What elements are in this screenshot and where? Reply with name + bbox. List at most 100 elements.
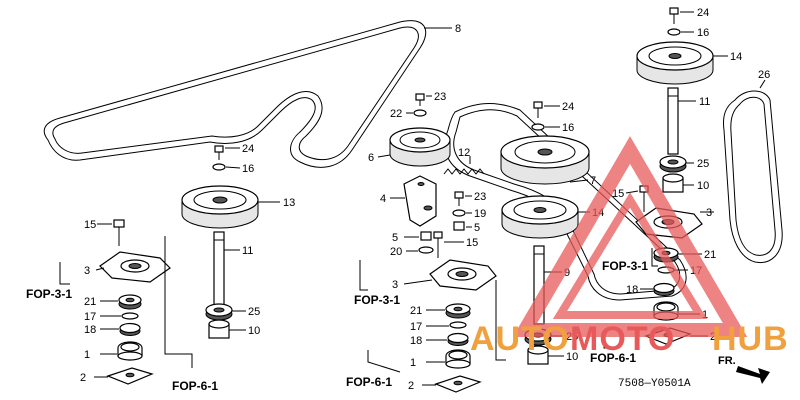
pulley-14-right — [636, 41, 714, 85]
seal-18-right — [653, 282, 675, 296]
callout-17-left: 17 — [84, 311, 96, 323]
callout-1-left: 1 — [84, 349, 90, 361]
direction-arrow-icon — [736, 366, 770, 384]
bracket-4 — [403, 175, 437, 227]
callout-16-right: 16 — [697, 27, 709, 39]
callout-19: 19 — [474, 208, 486, 220]
ref-fop-6-1-mid: FOP-6-1 — [346, 375, 392, 389]
arm-3-mid — [429, 259, 497, 291]
pulley-center-upper — [500, 135, 590, 185]
callout-3-right: 3 — [706, 207, 712, 219]
callout-15-left: 15 — [84, 219, 96, 231]
bolt-23-mid — [454, 191, 464, 206]
watermark-text-moto: MOTO — [570, 320, 675, 358]
washer-20 — [418, 246, 434, 254]
watermark-text-hub: HUB — [712, 320, 789, 358]
callout-23-mid: 23 — [474, 191, 486, 203]
callout-8: 8 — [455, 23, 461, 35]
callout-14-right: 14 — [730, 51, 742, 63]
callout-25-left: 25 — [248, 306, 260, 318]
washer-17-mid — [449, 321, 467, 329]
collar-5-right — [453, 221, 465, 231]
callout-4: 4 — [380, 193, 386, 205]
callout-18-right: 18 — [626, 284, 638, 296]
bearing-25-right — [659, 155, 687, 173]
callout-26: 26 — [758, 69, 770, 81]
washer-17-left — [121, 312, 139, 320]
callout-2-left: 2 — [80, 372, 86, 384]
washer-22 — [413, 109, 427, 117]
plate-2-mid — [434, 375, 482, 393]
bearing-21-left — [118, 294, 142, 310]
callout-21-left: 21 — [84, 296, 96, 308]
washer-16-center — [531, 123, 545, 131]
diagram-code: 7508—Y0501A — [618, 378, 691, 390]
washer-16-right — [667, 28, 681, 36]
belt-26 — [723, 90, 783, 264]
callout-21-mid: 21 — [410, 305, 422, 317]
bolt-15-left — [113, 219, 125, 246]
ref-fop-3-1-left: FOP-3-1 — [26, 287, 72, 301]
callout-10-center: 10 — [566, 351, 578, 363]
callout-21-right: 21 — [704, 249, 716, 261]
arm-3-left — [99, 251, 171, 283]
seal-18-left — [119, 322, 141, 336]
callout-5-left: 5 — [392, 232, 398, 244]
belt-8 — [43, 20, 427, 168]
callout-20: 20 — [390, 246, 402, 258]
collar-10-center — [527, 345, 549, 365]
direction-label: FR. — [718, 355, 736, 367]
ref-fop-6-1-left: FOP-6-1 — [172, 379, 218, 393]
watermark-text-auto: AUTO — [470, 320, 570, 358]
callout-16-center: 16 — [562, 122, 574, 134]
bearing-21-mid — [445, 303, 471, 319]
callout-24-center: 24 — [562, 101, 574, 113]
idler-pulley-6 — [389, 127, 451, 167]
callout-9: 9 — [564, 267, 570, 279]
callout-15-right: 15 — [612, 188, 624, 200]
shaft-11-left — [213, 231, 225, 307]
callout-11-right: 11 — [699, 96, 710, 108]
callout-3-mid: 3 — [392, 279, 398, 291]
bolt-15-mid — [433, 231, 443, 258]
callout-24-right: 24 — [697, 7, 709, 19]
pulley-13 — [181, 185, 259, 229]
callout-11-left: 11 — [242, 245, 253, 257]
collar-5-left — [420, 231, 432, 241]
callout-1-right: 1 — [702, 309, 708, 321]
collar-1-left — [117, 341, 143, 361]
callout-18-mid: 18 — [410, 335, 422, 347]
shaft-11-right — [667, 87, 679, 155]
washer-16-left — [212, 163, 226, 171]
callout-5-right: 5 — [474, 222, 480, 234]
pulley-14-center — [501, 195, 579, 239]
bolt-23-top — [415, 93, 425, 106]
callout-18-left: 18 — [84, 324, 96, 336]
bolt-24-right — [669, 7, 679, 24]
callout-23-top: 23 — [434, 91, 446, 103]
collar-10-left — [208, 319, 230, 339]
callout-3-left: 3 — [84, 265, 90, 277]
callout-10-left: 10 — [248, 325, 260, 337]
washer-19 — [452, 209, 466, 217]
watermark-logo — [512, 136, 748, 337]
callout-1-mid: 1 — [410, 357, 416, 369]
callout-24-left: 24 — [242, 143, 254, 155]
callout-7: 7 — [590, 175, 596, 187]
bolt-24-center — [533, 101, 543, 118]
ref-fop-6-1-right: FOP-6-1 — [590, 351, 636, 365]
collar-1-mid — [445, 349, 471, 369]
collar-10-right — [662, 173, 684, 193]
ref-fop-3-1-right: FOP-3-1 — [602, 259, 648, 273]
plate-2-left — [106, 367, 154, 385]
callout-22: 22 — [390, 108, 402, 120]
callout-10-right: 10 — [697, 180, 709, 192]
callout-12: 12 — [458, 147, 470, 159]
callout-6: 6 — [368, 152, 374, 164]
callout-25-right: 25 — [697, 158, 709, 170]
callout-13: 13 — [283, 197, 295, 209]
bolt-24-left — [214, 145, 224, 160]
spring-12 — [443, 168, 485, 175]
callout-15-mid: 15 — [466, 237, 478, 249]
